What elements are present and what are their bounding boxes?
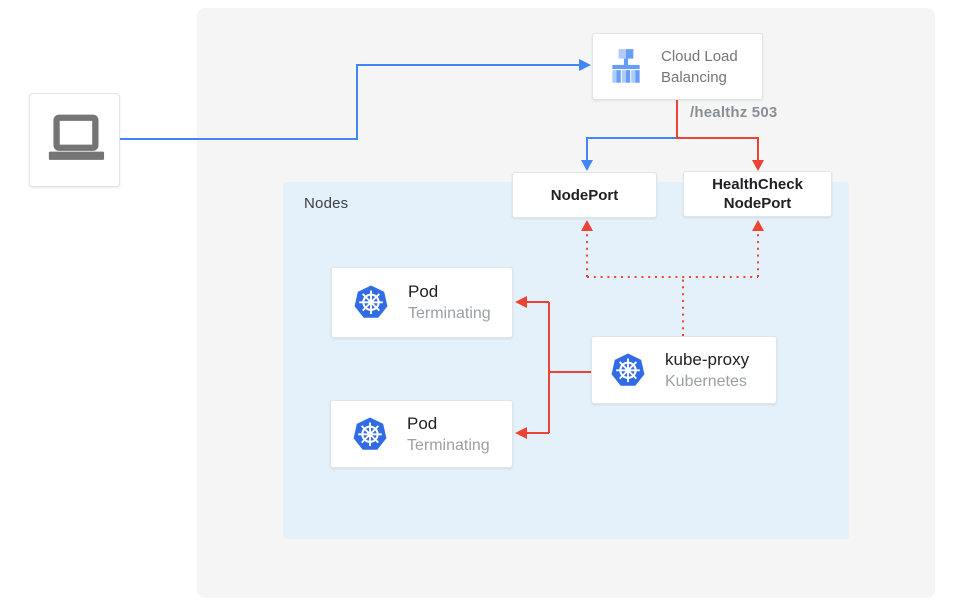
nodeport-node: NodePort [512,172,657,218]
kubernetes-helm-icon [611,353,645,386]
kube-proxy-title: kube-proxy [665,349,750,369]
laptop-icon [48,114,104,160]
pod-terminating-node-1: Pod Terminating [331,267,513,338]
nodeport-label: NodePort [550,186,619,204]
nodes-container-label: Nodes [304,195,349,212]
pod-title: Pod [408,282,439,301]
kube-proxy-node: kube-proxy Kubernetes [591,336,777,404]
pod-status: Terminating [408,305,491,322]
cloud-load-balancing-icon [612,48,640,83]
healthcheck-nodeport-node: HealthCheck NodePort [683,171,832,217]
pod-title: Pod [407,413,438,433]
kubernetes-helm-icon [354,285,388,318]
pod-status: Terminating [407,436,490,454]
pod-terminating-node-2: Pod Terminating [330,400,513,468]
kube-proxy-subtitle: Kubernetes [665,372,747,390]
healthcheck-nodeport-label: HealthCheck NodePort [712,176,803,212]
cloud-load-balancing-label: Cloud Load Balancing [661,47,738,86]
kubernetes-helm-icon [353,417,387,450]
cloud-load-balancing-node: Cloud Load Balancing [592,33,763,100]
client-node [29,93,120,187]
healthz-status-label: /healthz 503 [690,104,778,121]
